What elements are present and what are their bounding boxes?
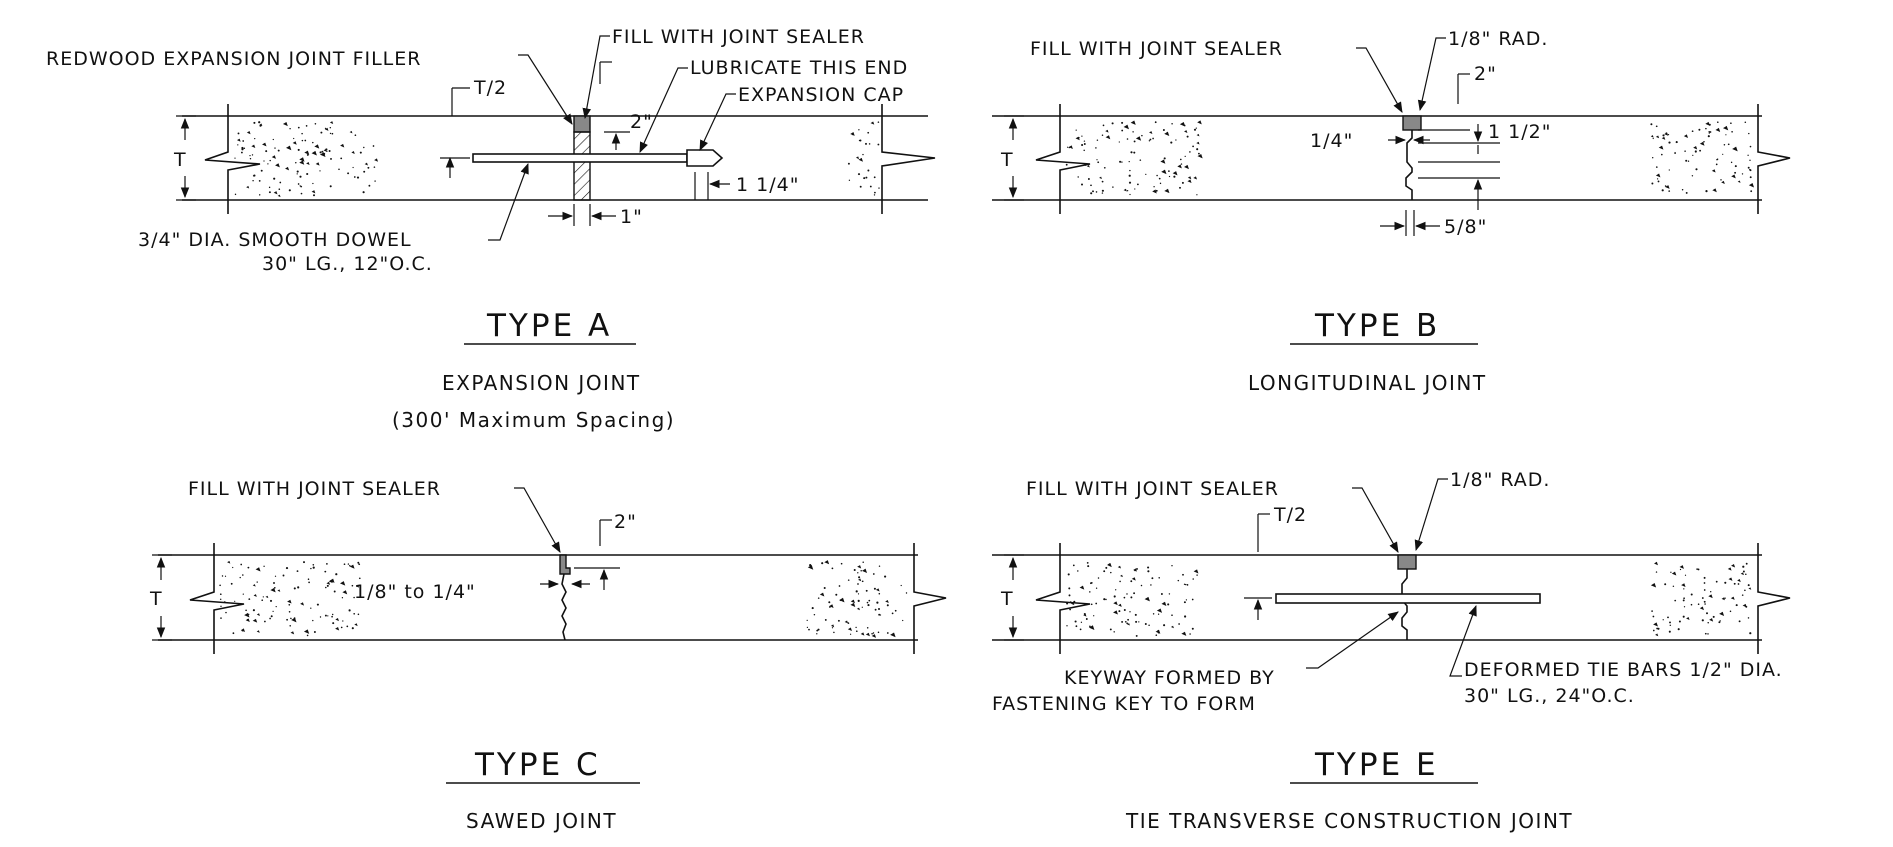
joint-sealer	[1397, 554, 1417, 570]
type-a-dowel-line1: 3/4" DIA. SMOOTH DOWEL	[138, 229, 412, 251]
type-e-half-t-label: T/2	[1273, 504, 1307, 526]
type-c-subtitle: SAWED JOINT	[466, 809, 617, 833]
type-e-tiebar-line1: DEFORMED TIE BARS 1/2" DIA.	[1464, 659, 1783, 681]
concrete-stipple-left	[1066, 561, 1199, 637]
type-c-thickness-label: T	[149, 588, 163, 610]
concrete-stipple-left	[219, 560, 361, 637]
type-e-detail: T T/2 FILL WITH JOINT SEALER 1/8" RAD. K…	[992, 469, 1791, 833]
concrete-stipple-right	[806, 560, 908, 638]
type-a-lubricate-label: LUBRICATE THIS END	[690, 57, 908, 79]
type-e-radius-label: 1/8" RAD.	[1450, 469, 1550, 491]
type-b-detail: T FILL WITH JOINT SEALER 1/8" RAD. 2" 1/…	[992, 28, 1791, 395]
type-c-title: TYPE C	[474, 747, 601, 783]
type-c-depth-label: 2"	[614, 511, 637, 533]
type-b-title: TYPE B	[1314, 308, 1440, 344]
joint-sealer	[559, 554, 571, 575]
type-e-keyway-line2: FASTENING KEY TO FORM	[992, 693, 1256, 715]
type-c-width-label: 1/8" to 1/4"	[354, 581, 476, 603]
sawed-crack	[561, 573, 567, 641]
keyway-profile	[1401, 569, 1408, 640]
type-a-subtitle: EXPANSION JOINT	[442, 371, 641, 395]
type-b-sealer-label: FILL WITH JOINT SEALER	[1030, 38, 1283, 60]
type-b-depth-label: 2"	[1474, 63, 1497, 85]
type-c-detail: T FILL WITH JOINT SEALER 2" 1/8" to 1/4"…	[149, 478, 947, 833]
concrete-stipple-left	[234, 121, 379, 198]
redwood-filler	[573, 131, 591, 201]
joint-sealer	[1402, 115, 1422, 131]
type-a-title: TYPE A	[486, 308, 612, 344]
type-e-title: TYPE E	[1314, 747, 1439, 783]
type-a-filler-label: REDWOOD EXPANSION JOINT FILLER	[46, 48, 421, 70]
expansion-cap	[686, 149, 724, 167]
joint-sealer	[573, 115, 591, 133]
type-b-key-width-label: 5/8"	[1444, 216, 1487, 238]
type-a-half-t-label: T/2	[473, 77, 507, 99]
type-a-dowel-line2: 30" LG., 12"O.C.	[262, 253, 433, 275]
type-a-note: (300' Maximum Spacing)	[392, 408, 675, 432]
keyway-profile	[1405, 130, 1413, 200]
type-a-depth-label: 2"	[630, 111, 653, 133]
type-c-sealer-label: FILL WITH JOINT SEALER	[188, 478, 441, 500]
concrete-stipple-right	[1650, 121, 1755, 194]
deformed-tie-bar	[1275, 593, 1541, 604]
type-e-subtitle: TIE TRANSVERSE CONSTRUCTION JOINT	[1125, 809, 1573, 833]
type-a-cap-label: EXPANSION CAP	[738, 84, 904, 106]
type-e-thickness-label: T	[1000, 588, 1014, 610]
type-b-thickness-label: T	[1000, 149, 1014, 171]
type-a-sealer-label: FILL WITH JOINT SEALER	[612, 26, 865, 48]
type-b-subtitle: LONGITUDINAL JOINT	[1248, 371, 1487, 395]
concrete-stipple-left	[1065, 120, 1203, 196]
type-a-filler-width-label: 1"	[620, 206, 643, 228]
type-a-cap-gap-label: 1 1/4"	[736, 174, 799, 196]
type-a-detail: T T/2 2" REDWOOD EXPANSION JOINT FILLER …	[46, 26, 936, 432]
concrete-stipple-right	[1650, 561, 1752, 637]
type-e-sealer-label: FILL WITH JOINT SEALER	[1026, 478, 1279, 500]
type-a-thickness-label: T	[173, 149, 187, 171]
type-b-radius-label: 1/8" RAD.	[1448, 28, 1548, 50]
smooth-dowel	[472, 153, 688, 163]
type-b-key-height-label: 1 1/2"	[1488, 121, 1551, 143]
concrete-stipple-right	[847, 121, 880, 196]
type-e-tiebar-line2: 30" LG., 24"O.C.	[1464, 685, 1635, 707]
type-e-keyway-line1: KEYWAY FORMED BY	[1064, 667, 1275, 689]
type-b-key-offset-label: 1/4"	[1310, 130, 1353, 152]
